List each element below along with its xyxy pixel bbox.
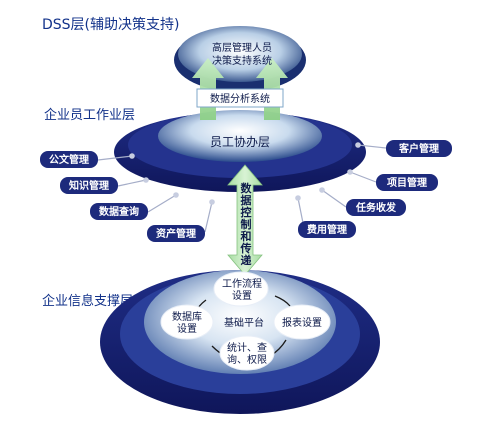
tag-label-7: 费用管理	[307, 223, 347, 236]
left-connectors	[97, 155, 213, 233]
tag-task-dispatch	[346, 199, 406, 216]
transfer-char: 制	[241, 217, 252, 231]
support-layer-title: 企业信息支撑层	[42, 294, 134, 309]
node-stats-line2: 询、权限	[227, 353, 267, 366]
support-center-label: 基础平台	[224, 316, 264, 329]
connector-line	[117, 179, 147, 187]
connector-dot	[129, 153, 135, 159]
connector-dot	[347, 169, 353, 175]
connector-dot	[355, 142, 361, 148]
connector-line	[147, 194, 177, 213]
node-database	[160, 304, 214, 340]
dss-top-line2: 决策支持系统	[212, 54, 272, 67]
dss-top-line1: 高层管理人员	[212, 41, 272, 54]
worker-layer-title: 企业员工作业层	[44, 108, 136, 123]
transfer-char: 和	[241, 229, 252, 243]
transfer-char: 传	[240, 241, 252, 255]
connector-line	[97, 155, 133, 161]
tag-label-6: 任务收发	[355, 201, 397, 214]
analysis-box	[196, 88, 284, 108]
support-nodes	[160, 271, 331, 371]
support-platform-disc	[144, 270, 336, 374]
transfer-char: 数	[241, 181, 253, 195]
tag-asset-management	[147, 225, 205, 242]
tag-label-3: 资产管理	[156, 227, 196, 240]
connector-line	[204, 201, 213, 233]
connector-dot	[209, 199, 215, 205]
node-stats-line1: 统计、查	[227, 341, 267, 354]
connector-line	[349, 171, 377, 183]
dss-layer-title: DSS层(辅助决策支持)	[42, 17, 180, 33]
tag-label-5: 项目管理	[387, 176, 427, 189]
transfer-char: 据	[241, 193, 252, 207]
connector-dot	[295, 195, 301, 201]
node-report	[273, 304, 331, 340]
tag-knowledge-management	[60, 177, 118, 194]
connector-line	[321, 189, 347, 208]
node-workflow	[213, 271, 269, 307]
node-workflow-line1: 工作流程	[222, 277, 262, 290]
right-module-tags	[298, 140, 452, 238]
tag-label-0: 公文管理	[49, 153, 89, 166]
connector-dot	[173, 192, 179, 198]
tag-expense-management	[298, 221, 356, 238]
worker-center-label: 员工协办层	[210, 134, 270, 149]
node-database-line1: 数据库	[172, 310, 202, 323]
transfer-char: 递	[241, 253, 252, 267]
right-connectors	[297, 144, 387, 229]
connector-dot	[143, 177, 149, 183]
tag-label-4: 客户管理	[398, 142, 439, 155]
node-stats	[219, 335, 275, 371]
node-report-line1: 报表设置	[282, 316, 322, 329]
tag-customer-management	[386, 140, 452, 157]
tag-project-management	[376, 174, 438, 191]
tag-data-query	[90, 203, 148, 220]
cycle-arrow	[274, 295, 291, 307]
connector-dot	[319, 187, 325, 193]
transfer-label: 数 据 控 制 和 传 递	[240, 181, 253, 267]
node-workflow-line2: 设置	[232, 290, 252, 302]
tag-label-2: 数据查询	[99, 205, 139, 218]
left-module-tags	[40, 151, 205, 242]
tag-label-1: 知识管理	[68, 179, 109, 192]
tag-doc-management	[40, 151, 98, 168]
connector-line	[357, 144, 387, 149]
connector-dots	[129, 142, 361, 205]
analysis-box-label: 数据分析系统	[210, 92, 270, 105]
node-database-line2: 设置	[177, 323, 197, 335]
transfer-char: 控	[241, 205, 252, 219]
worker-platform-disc	[158, 110, 322, 162]
